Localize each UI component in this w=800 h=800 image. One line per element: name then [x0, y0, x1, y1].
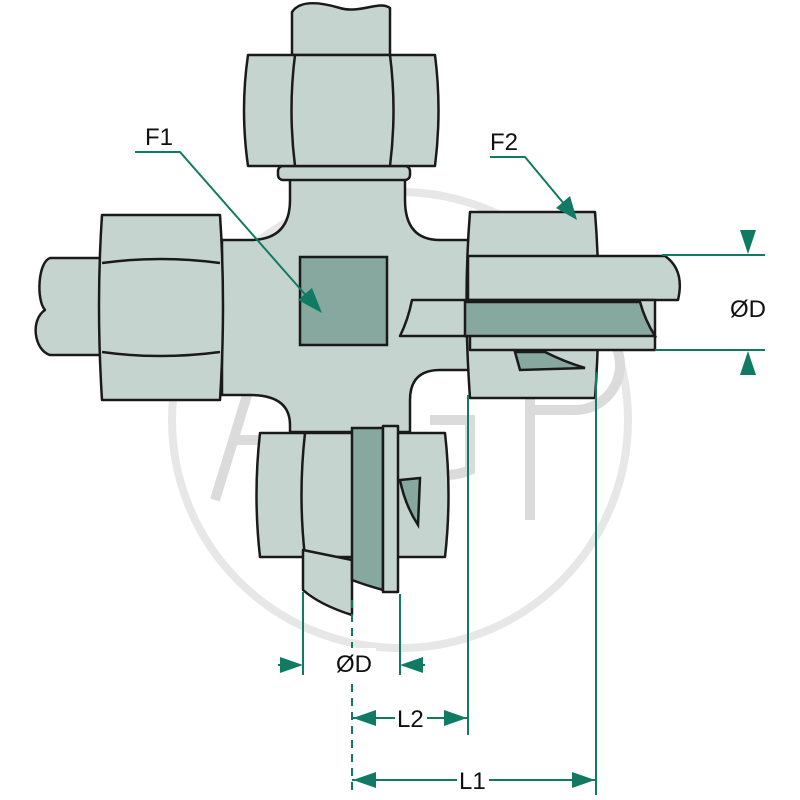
f2-label: F2 [490, 129, 518, 156]
bottom-diameter-label: ØD [336, 651, 372, 678]
top-collar [276, 164, 412, 182]
f1-label: F1 [145, 124, 173, 151]
top-pipe [290, 2, 392, 57]
f1-leader [135, 151, 322, 313]
bottom-inner-tube [381, 424, 400, 594]
right-pipe [466, 254, 682, 302]
top-nut [242, 53, 440, 168]
right-diameter-label: ØD [730, 296, 766, 323]
right-weld-hatch [513, 350, 586, 372]
f2-leader [490, 156, 577, 220]
left-pipe [34, 256, 107, 357]
left-nut [97, 213, 225, 402]
bottom-dimensions [278, 372, 597, 795]
bottom-weld-hatch [398, 476, 422, 529]
bottom-pipe [301, 548, 354, 617]
right-diameter-dimension [655, 230, 765, 375]
right-pipe-section [463, 300, 658, 338]
bottom-pipe-section [350, 426, 385, 592]
l1-label: L1 [459, 768, 486, 795]
l2-label: L2 [397, 706, 424, 733]
